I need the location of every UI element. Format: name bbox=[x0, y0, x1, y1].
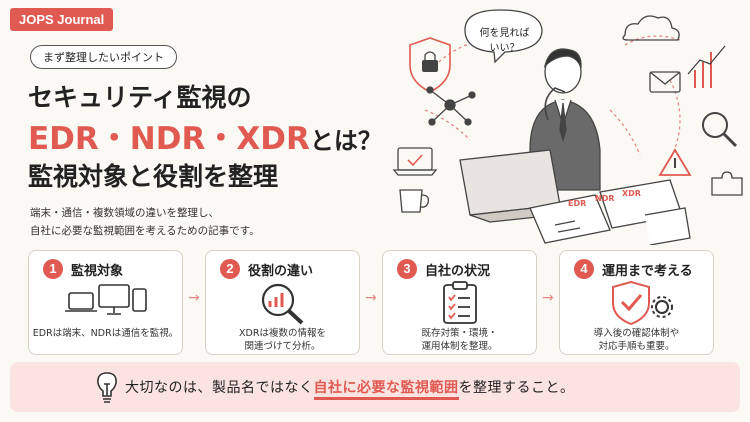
card-number: 2 bbox=[220, 259, 240, 279]
speech-line-2: いい？ bbox=[489, 43, 520, 54]
speech-bubble: 何を見れば いい？ bbox=[462, 26, 547, 56]
card-number: 4 bbox=[574, 259, 594, 279]
network-icon bbox=[426, 86, 476, 126]
card-title: 運用まで考える bbox=[602, 264, 693, 279]
card-role-difference: 2 役割の違い XDRは複数の情報を 関連づけて分析。 bbox=[205, 250, 360, 355]
key-message-banner: 大切なのは、製品名ではなく自社に必要な監視範囲を整理すること。 bbox=[10, 362, 740, 412]
speech-line-1: 何を見れば bbox=[479, 28, 530, 39]
card-description: 導入後の確認体制や 対応手順も重要。 bbox=[560, 327, 713, 353]
card-title: 役割の違い bbox=[248, 264, 314, 279]
magnifier-icon bbox=[702, 112, 738, 148]
arrow-3-4: → bbox=[542, 290, 554, 306]
warning-icon bbox=[658, 148, 692, 176]
paper-tab-edr: EDR bbox=[568, 199, 586, 208]
card-title: 監視対象 bbox=[71, 264, 124, 279]
card-company-status: 3 自社の状況 既存対策・環境・ 運用体制を整理。 bbox=[382, 250, 537, 355]
journal-badge[interactable]: JOPS Journal bbox=[10, 8, 114, 31]
small-laptop-icon bbox=[392, 147, 438, 176]
coffee-mug-icon bbox=[399, 189, 430, 213]
message-prefix: 大切なのは、製品名ではなく bbox=[125, 380, 314, 396]
growth-chart-icon bbox=[687, 45, 726, 88]
card-desc-line-2: 対応手順も重要。 bbox=[598, 341, 675, 352]
description-line-2: 自社に必要な監視範囲を考えるための記事です。 bbox=[30, 225, 260, 237]
subtitle-pill: まず整理したいポイント bbox=[30, 45, 177, 69]
card-description: EDRは端末、NDRは通信を監視。 bbox=[29, 327, 182, 340]
shield-gear-icon bbox=[612, 281, 673, 325]
title-acronyms: EDR・NDR・XDR bbox=[28, 121, 310, 157]
card-description: XDRは複数の情報を 関連づけて分析。 bbox=[206, 327, 359, 353]
lightbulb-icon bbox=[97, 372, 117, 403]
card-number: 1 bbox=[43, 259, 63, 279]
devices-icon bbox=[65, 284, 147, 315]
card-desc-line-1: 既存対策・環境・ bbox=[421, 328, 498, 339]
hero-illustration: EDR NDR XDR bbox=[392, 9, 743, 245]
description-line-1: 端末・通信・複数領域の違いを整理し、 bbox=[30, 207, 219, 219]
envelope-icon bbox=[649, 71, 681, 93]
description: 端末・通信・複数領域の違いを整理し、 自社に必要な監視範囲を考えるための記事です… bbox=[30, 204, 260, 240]
paper-tab-xdr: XDR bbox=[622, 189, 641, 198]
notebook-icon bbox=[644, 207, 691, 245]
paper-tab-ndr: NDR bbox=[595, 194, 615, 203]
card-desc-line-2: 運用体制を整理。 bbox=[421, 341, 498, 352]
title-line-3: 監視対象と役割を整理 bbox=[28, 162, 279, 191]
card-number: 3 bbox=[397, 259, 417, 279]
puzzle-icon bbox=[711, 171, 743, 196]
card-desc-line-2: 関連づけて分析。 bbox=[244, 341, 321, 352]
card-title: 自社の状況 bbox=[425, 264, 491, 279]
title-suffix: とは？ bbox=[309, 127, 382, 155]
documents-illustration bbox=[529, 179, 683, 244]
magnifier-chart-icon bbox=[261, 283, 304, 325]
card-description: 既存対策・環境・ 運用体制を整理。 bbox=[383, 327, 536, 353]
checklist-clipboard-icon bbox=[443, 281, 477, 324]
card-desc-line-1: EDRは端末、NDRは通信を監視。 bbox=[32, 328, 179, 339]
message-highlight: 自社に必要な監視範囲 bbox=[313, 380, 459, 400]
arrow-1-2: → bbox=[188, 290, 200, 306]
key-message: 大切なのは、製品名ではなく自社に必要な監視範囲を整理すること。 bbox=[125, 377, 575, 400]
message-suffix: を整理すること。 bbox=[458, 380, 575, 396]
title-line-2: EDR・NDR・XDRとは？ bbox=[28, 113, 382, 158]
cloud-icon bbox=[622, 15, 680, 41]
arrow-2-3: → bbox=[365, 290, 377, 306]
card-desc-line-1: 導入後の確認体制や bbox=[593, 328, 680, 339]
title-line-1: セキュリティ監視の bbox=[28, 83, 252, 112]
card-operation: 4 運用まで考える 導入後の確認体制や 対応手順も重要。 bbox=[559, 250, 714, 355]
card-desc-line-1: XDRは複数の情報を bbox=[239, 328, 326, 339]
card-monitoring-target: 1 監視対象 EDRは端末、NDRは通信を監視。 bbox=[28, 250, 183, 355]
shield-lock-icon bbox=[409, 37, 451, 93]
